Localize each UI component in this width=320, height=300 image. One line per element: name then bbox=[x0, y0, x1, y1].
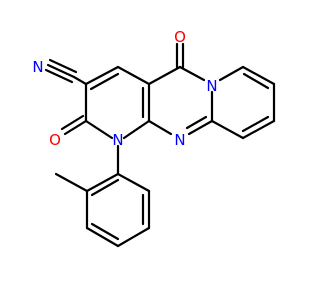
bond-lines bbox=[44, 42, 276, 248]
ring-nitrogen-1-label: N bbox=[206, 77, 217, 95]
left-oxygen-label: O bbox=[49, 131, 61, 149]
atom-labels: N O O N N N bbox=[32, 28, 217, 149]
nitrile-nitrogen-label: N bbox=[32, 58, 43, 76]
ring-nitrogen-3-label: N bbox=[112, 131, 123, 149]
top-oxygen-label: O bbox=[174, 28, 186, 46]
ring-nitrogen-2-label: N bbox=[174, 131, 185, 149]
molecule-drawing: N O O N N N bbox=[32, 28, 276, 248]
structure-canvas: N O O N N N bbox=[32, 28, 276, 248]
